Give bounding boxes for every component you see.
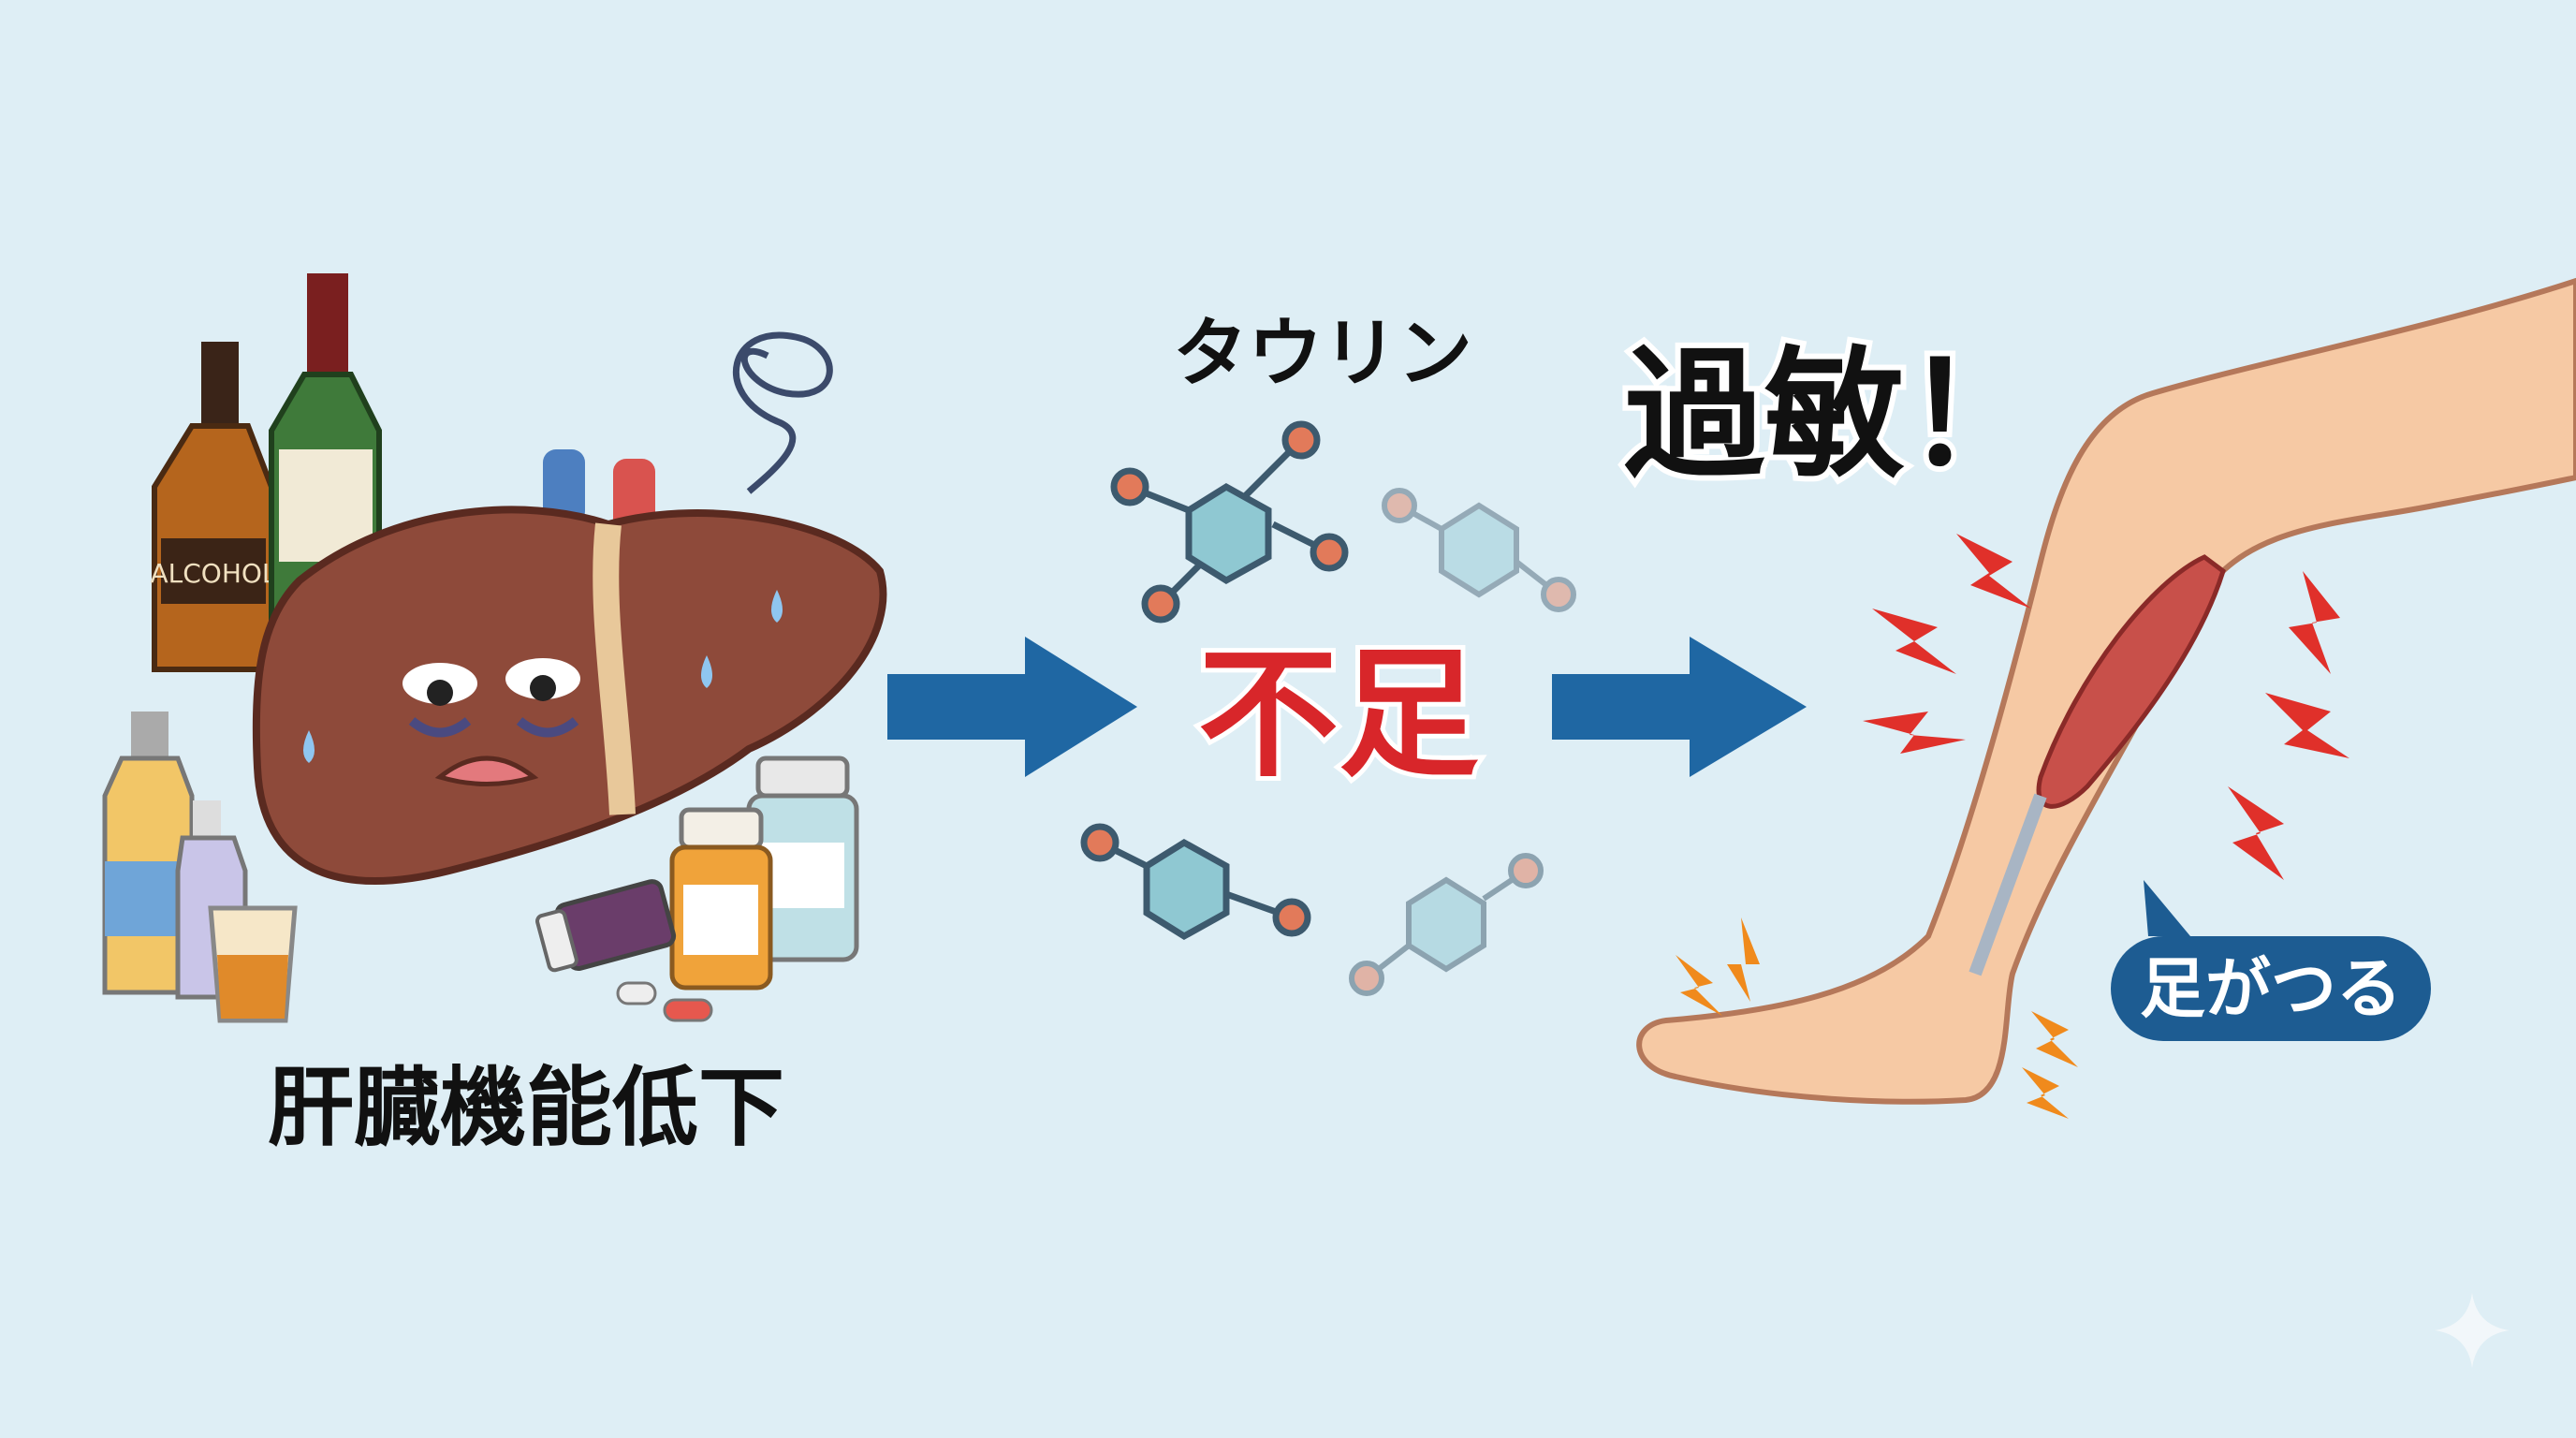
small-bottles-icon bbox=[102, 712, 298, 1023]
bottle-label: ALCOHOL bbox=[150, 558, 276, 589]
molecule-icon bbox=[1080, 823, 1311, 941]
taurine-section: タウリン 不足 bbox=[1080, 310, 1576, 996]
cramp-speech-bubble: 足がつる bbox=[2111, 880, 2431, 1041]
leg-cramp-section: 過敏！ 足がつる bbox=[1618, 277, 2576, 1119]
pain-zap-red-icons bbox=[1863, 534, 2349, 880]
leg-icon bbox=[1636, 277, 2576, 1105]
liver-illustration-group: ALCOHOL bbox=[102, 273, 887, 1158]
hypersensitive-label: 過敏！ bbox=[1624, 334, 2045, 497]
shortage-label: 不足 bbox=[1198, 634, 1479, 797]
right-arrow-icon bbox=[887, 637, 1137, 777]
liver-caption: 肝臓機能低下 bbox=[268, 1058, 784, 1158]
pill-bottles-icon bbox=[535, 756, 859, 1022]
molecule-faded-icon bbox=[1382, 488, 1576, 612]
taurine-label: タウリン bbox=[1173, 310, 1472, 397]
sparkle-watermark-icon bbox=[2435, 1293, 2510, 1368]
whisky-bottle-icon: ALCOHOL bbox=[150, 342, 277, 672]
dizzy-swirl-icon bbox=[732, 331, 833, 494]
molecule-icon bbox=[1110, 420, 1349, 624]
pain-zap-orange-icons bbox=[1676, 917, 2078, 1119]
liver-character-icon bbox=[252, 449, 887, 885]
right-arrow-icon bbox=[1552, 637, 1807, 777]
molecule-faded-icon bbox=[1349, 853, 1544, 996]
cramp-bubble-text: 足がつる bbox=[2140, 950, 2402, 1027]
